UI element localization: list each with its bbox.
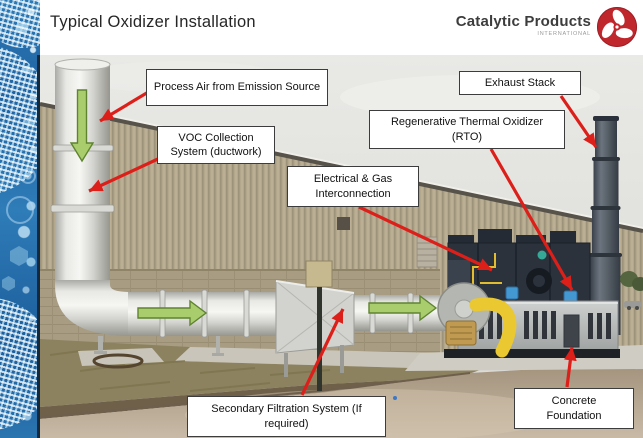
- sidebar-hexagon: [2, 276, 15, 291]
- access-door: [563, 314, 580, 348]
- background-trees: [620, 271, 643, 310]
- header: Typical Oxidizer Installation Catalytic …: [40, 0, 643, 55]
- callout-process-air: Process Air from Emission Source: [146, 69, 328, 106]
- callout-electrical-gas: Electrical & Gas Interconnection: [287, 166, 419, 207]
- sidebar-ring: [20, 168, 36, 184]
- slide-title: Typical Oxidizer Installation: [50, 13, 256, 31]
- post: [317, 287, 322, 391]
- callout-label: Regenerative Thermal Oxidizer (RTO): [390, 116, 544, 143]
- callout-label: VOC Collection System (ductwork): [170, 131, 262, 158]
- exhaust-stack-structure: [589, 116, 622, 335]
- callout-label: Electrical & Gas Interconnection: [313, 173, 393, 200]
- skid-base: [444, 349, 620, 358]
- callout-label: Exhaust Stack: [484, 76, 556, 89]
- callout-voc-collection: VOC Collection System (ductwork): [157, 126, 275, 164]
- flow-arrows: [69, 89, 438, 327]
- callout-secondary-filtration: Secondary Filtration System (If required…: [187, 396, 386, 437]
- sidebar-mosaic-disc: [0, 298, 40, 430]
- sidebar-edge: [37, 55, 40, 438]
- callout-label: Concrete Foundation: [546, 395, 602, 422]
- sidebar-decoration: [0, 0, 40, 438]
- brand-text: Catalytic Products INTERNATIONAL: [456, 14, 591, 37]
- flow-arrow-down: [69, 89, 95, 163]
- flow-arrow-right: [137, 299, 208, 327]
- catalytic-products-swirl-icon: [596, 6, 638, 53]
- callout-exhaust-stack: Exhaust Stack: [459, 71, 581, 95]
- belt-guard: [469, 297, 517, 358]
- flow-arrow-right: [368, 294, 438, 322]
- brand-name: Catalytic Products: [455, 13, 591, 30]
- callout-rto: Regenerative Thermal Oxidizer (RTO): [369, 110, 565, 149]
- callout-concrete-foundation: Concrete Foundation: [514, 388, 634, 429]
- brand-subtitle: INTERNATIONAL: [537, 31, 591, 37]
- callout-label: Process Air from Emission Source: [153, 81, 321, 94]
- sidebar-hexagon: [10, 246, 28, 266]
- electrical-box: [305, 260, 333, 288]
- sidebar-ring: [6, 196, 34, 224]
- callout-label: Secondary Filtration System (If required…: [211, 403, 362, 430]
- sidebar-mosaic-disc: [0, 0, 40, 48]
- installation-photo: Process Air from Emission Source VOC Col…: [40, 55, 643, 438]
- brand-logo: Catalytic Products INTERNATIONAL: [456, 6, 638, 53]
